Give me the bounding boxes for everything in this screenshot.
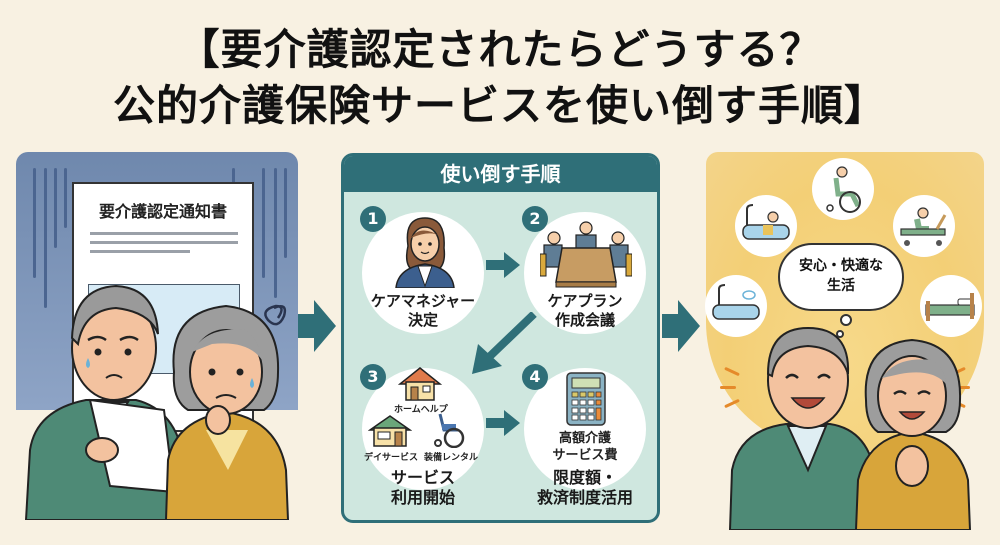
calculator-icon <box>566 372 606 426</box>
step-3-label: サービス 利用開始 <box>390 468 455 507</box>
flow-arrow-3-to-4 <box>486 410 520 436</box>
flow-arrow-to-result <box>662 300 700 352</box>
step-2-label: ケアプラン 作成会議 <box>547 292 623 329</box>
service-home-help-label: ホームヘルプ <box>394 405 448 415</box>
confusion-scribble-icon <box>264 304 287 326</box>
title-line-1: 【要介護認定されたらどうする？ <box>177 25 823 74</box>
bathtub-icon-circle <box>705 275 767 337</box>
wheelchair-rental-icon <box>434 413 465 448</box>
flow-arrow-1-to-2 <box>486 252 520 278</box>
step-4-label: 限度額・ 救済制度活用 <box>536 468 633 507</box>
flow-arrow-to-steps <box>298 300 336 352</box>
step-3-number: 3 <box>360 364 386 390</box>
wheelchair-icon-circle <box>812 158 874 220</box>
bed-icon-circle <box>920 275 982 337</box>
care-manager-icon <box>395 217 455 288</box>
step-2-number: 2 <box>522 206 548 232</box>
worried-woman-icon <box>164 304 290 520</box>
service-equipment-rental-label: 装備レンタル <box>424 453 479 463</box>
step-4-number: 4 <box>522 364 548 390</box>
bed-icon <box>925 293 975 321</box>
step-4-sublabel: 高額介護 サービス費 <box>552 431 618 463</box>
thought-dot-small <box>836 330 844 338</box>
bathtub-icon <box>712 284 760 320</box>
home-help-house-icon <box>398 367 442 401</box>
day-service-house-icon <box>368 415 412 447</box>
thought-bubble: 安心・快適な 生活 <box>778 243 904 311</box>
thought-dot-large <box>840 314 852 326</box>
bathtub-care-icon <box>742 204 790 240</box>
happy-man-icon <box>728 326 877 530</box>
care-bed-icon <box>900 207 947 246</box>
flow-arrow-2-to-3 <box>472 312 537 374</box>
wheelchair-icon <box>826 166 861 213</box>
steps-panel-header: 使い倒す手順 <box>344 156 657 192</box>
care-bed-icon-circle <box>893 195 955 257</box>
meeting-table-icon <box>540 221 632 288</box>
title-line-2: 公的介護保険サービスを使い倒す手順】 <box>112 81 887 130</box>
infographic-title: 【要介護認定されたらどうする？ 公的介護保険サービスを使い倒す手順】 <box>0 22 1000 134</box>
thought-bubble-text: 安心・快適な 生活 <box>799 258 883 294</box>
worried-couple-illustration <box>24 284 290 520</box>
happy-woman-icon <box>854 338 972 530</box>
bathtub-care-icon-circle <box>735 195 797 257</box>
step-1-number: 1 <box>360 206 386 232</box>
notice-document-title: 要介護認定通知書 <box>98 202 227 221</box>
service-day-service-label: デイサービス <box>364 453 419 463</box>
steps-panel: 使い倒す手順 1 ケアマネジャー 決定 2 ケアプラン 作成会議 <box>341 153 660 523</box>
happy-couple-illustration <box>728 326 972 530</box>
step-1-label: ケアマネジャー 決定 <box>370 292 476 329</box>
